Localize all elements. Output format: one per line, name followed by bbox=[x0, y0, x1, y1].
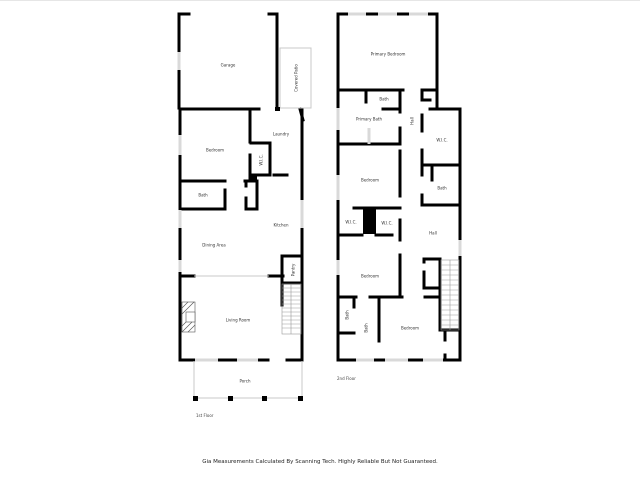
second-floor-stairs bbox=[440, 259, 460, 331]
room-label-wic-left: W.I.C. bbox=[345, 219, 357, 225]
room-label-bath-lower-2: Bath bbox=[363, 323, 369, 333]
room-label-laundry: Laundry bbox=[272, 131, 290, 137]
room-label-dining-area: Dining Area bbox=[202, 242, 226, 248]
room-label-bath-lower-1: Bath bbox=[344, 310, 350, 320]
floor-label-2nd: 2nd Floor bbox=[337, 376, 356, 381]
first-floor-thin-lines bbox=[193, 47, 312, 399]
room-label-wic-right: W.I.C. bbox=[436, 137, 448, 143]
room-label-bedroom-lower-left: Bedroom bbox=[360, 273, 380, 279]
room-label-bath-upper: Bath bbox=[379, 96, 389, 102]
fireplace bbox=[181, 301, 196, 333]
room-label-covered-patio: Covered Patio bbox=[293, 64, 299, 92]
room-label-primary-bedroom: Primary Bedroom bbox=[370, 51, 406, 57]
room-label-bedroom-middle: Bedroom bbox=[360, 177, 380, 183]
room-label-bath: Bath bbox=[198, 192, 208, 198]
room-label-garage: Garage bbox=[220, 62, 236, 68]
room-label-kitchen: Kitchen bbox=[273, 222, 289, 228]
top-divider bbox=[0, 0, 640, 1]
measurement-disclaimer: Gia Measurements Calculated By Scanning … bbox=[202, 459, 438, 465]
room-label-wic-center: W.I.C. bbox=[381, 220, 393, 226]
room-label-primary-bath: Primary Bath bbox=[355, 116, 383, 122]
room-label-living-room: Living Room bbox=[225, 317, 251, 323]
room-label-hall-upper: Hall bbox=[409, 117, 415, 125]
first-floor-stairs bbox=[281, 283, 302, 335]
porch-posts bbox=[193, 396, 303, 401]
room-label-bedroom: Bedroom bbox=[205, 147, 225, 153]
chimney bbox=[363, 208, 376, 234]
room-label-bedroom-lower-right: Bedroom bbox=[400, 325, 420, 331]
room-label-wic: W.I.C. bbox=[258, 154, 264, 166]
room-label-bath-right: Bath bbox=[437, 185, 447, 191]
first-floor-walls bbox=[177, 12, 305, 362]
windows bbox=[177, 12, 462, 362]
second-floor-walls bbox=[336, 12, 462, 362]
room-label-hall-lower: Hall bbox=[429, 230, 437, 236]
room-label-pantry: Pantry bbox=[290, 263, 296, 277]
floor-label-1st: 1st Floor bbox=[196, 413, 214, 418]
room-label-porch: Porch bbox=[239, 378, 251, 384]
